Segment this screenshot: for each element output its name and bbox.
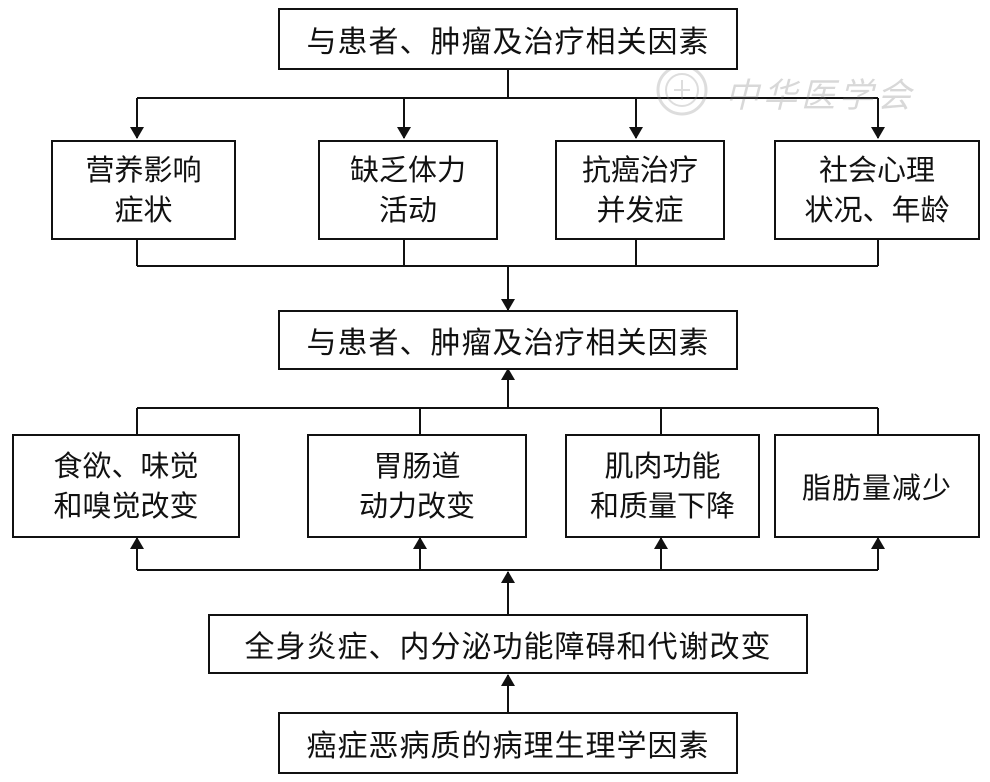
row1-box-1-line2: 症状 (114, 193, 173, 227)
row2-box-1-line1: 食欲、味觉 (53, 449, 199, 483)
watermark: 中华医学会 (650, 60, 940, 120)
row2-box-2-line2: 动力改变 (358, 489, 475, 523)
row1-box-treatment: 抗癌治疗 并发症 (555, 140, 725, 240)
middle-factors-box: 与患者、肿瘤及治疗相关因素 (278, 310, 738, 370)
row2-box-1-line2: 和嗅觉改变 (53, 489, 199, 523)
row1-box-2-line1: 缺乏体力 (349, 153, 466, 187)
row2-box-muscle: 肌肉功能 和质量下降 (565, 434, 760, 538)
systemic-factors-box: 全身炎症、内分泌功能障碍和代谢改变 (208, 614, 808, 674)
watermark-text: 中华医学会 (725, 76, 915, 116)
row1-box-4-line1: 社会心理 (818, 153, 935, 187)
top-factors-label: 与患者、肿瘤及治疗相关因素 (306, 25, 710, 60)
row1-box-4-line2: 状况、年龄 (804, 193, 950, 227)
row1-box-activity: 缺乏体力 活动 (318, 140, 498, 240)
row2-box-gi-motility: 胃肠道 动力改变 (307, 434, 527, 538)
middle-factors-label: 与患者、肿瘤及治疗相关因素 (306, 326, 710, 361)
row2-box-3-line2: 和质量下降 (589, 489, 735, 523)
systemic-factors-label: 全身炎症、内分泌功能障碍和代谢改变 (244, 630, 772, 665)
row2-box-4-line1: 脂肪量减少 (801, 471, 952, 505)
watermark-seal-icon (656, 64, 708, 116)
pathophysiology-label: 癌症恶病质的病理生理学因素 (306, 729, 710, 764)
row2-box-3-line1: 肌肉功能 (604, 449, 721, 483)
pathophysiology-box: 癌症恶病质的病理生理学因素 (278, 712, 738, 774)
row2-box-fat-loss: 脂肪量减少 (774, 434, 980, 538)
row1-box-psychosocial: 社会心理 状况、年龄 (774, 140, 980, 240)
row2-box-2-line1: 胃肠道 (373, 449, 461, 483)
row1-box-3-line2: 并发症 (596, 193, 684, 227)
row1-box-nutrition: 营养影响 症状 (51, 140, 236, 240)
row1-box-2-line2: 活动 (378, 193, 437, 227)
top-factors-box: 与患者、肿瘤及治疗相关因素 (278, 8, 738, 70)
row1-box-3-line1: 抗癌治疗 (581, 153, 698, 187)
row2-box-appetite: 食欲、味觉 和嗅觉改变 (12, 434, 240, 538)
row1-box-1-line1: 营养影响 (85, 153, 202, 187)
